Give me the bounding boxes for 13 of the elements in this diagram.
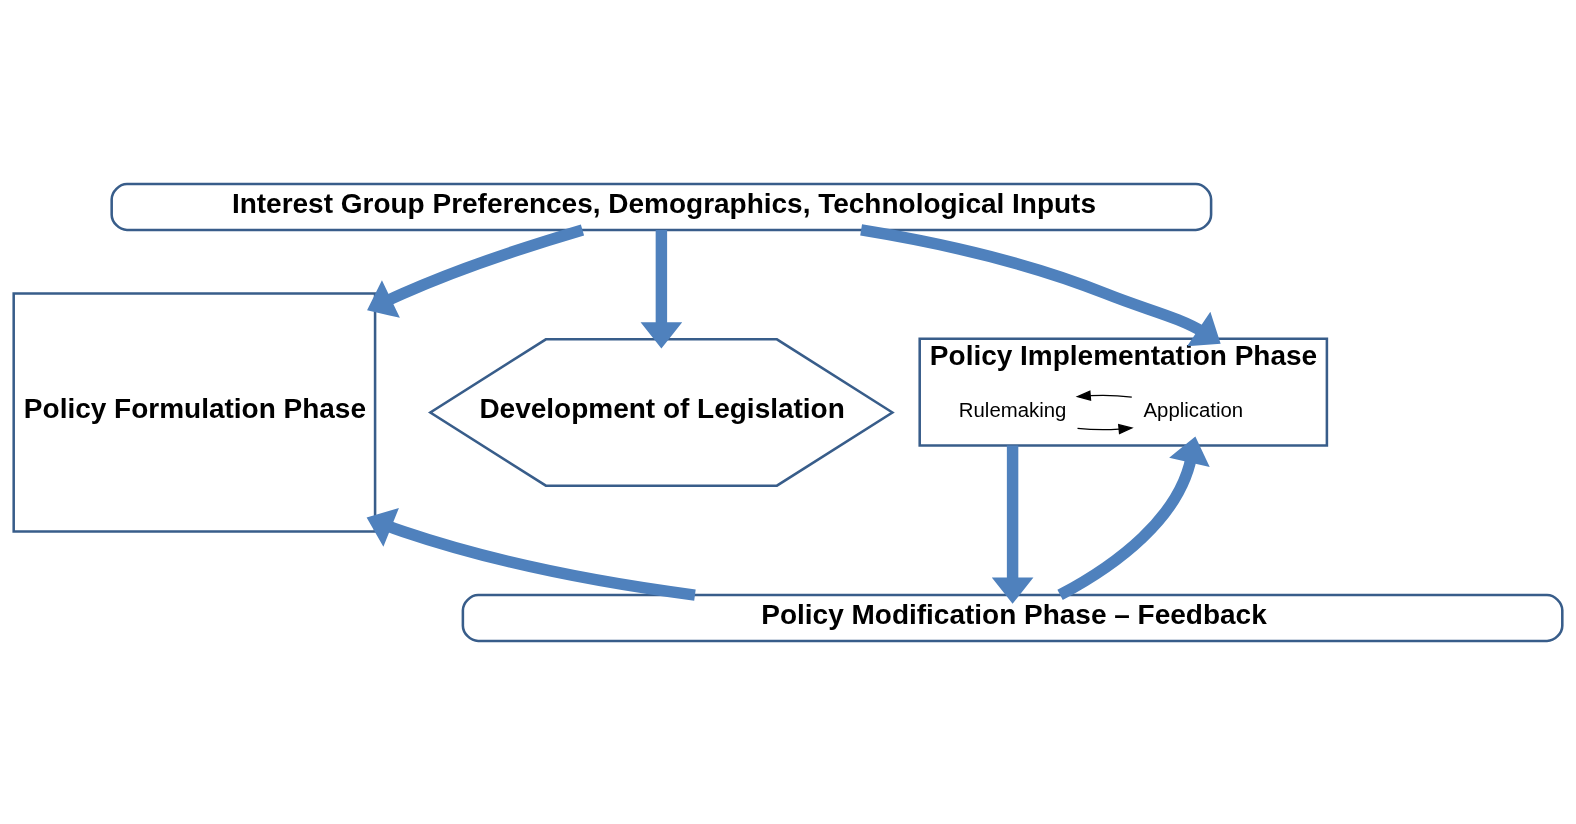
node-text: Rulemaking bbox=[958, 398, 1067, 421]
node-box: Policy Modification Phase – Feedback bbox=[461, 593, 1564, 642]
arrow bbox=[640, 229, 683, 349]
arrow bbox=[1076, 423, 1134, 434]
arrow bbox=[1075, 389, 1133, 401]
arrow bbox=[860, 223, 1221, 346]
node-text: Application bbox=[1143, 398, 1244, 421]
arrow bbox=[1057, 436, 1210, 600]
arrow bbox=[366, 507, 696, 601]
arrow bbox=[367, 223, 585, 318]
node-box: Policy Formulation Phase bbox=[12, 291, 377, 533]
node-box: Interest Group Preferences, Demographics, Technological Inputs bbox=[110, 182, 1213, 231]
arrow bbox=[991, 445, 1034, 604]
